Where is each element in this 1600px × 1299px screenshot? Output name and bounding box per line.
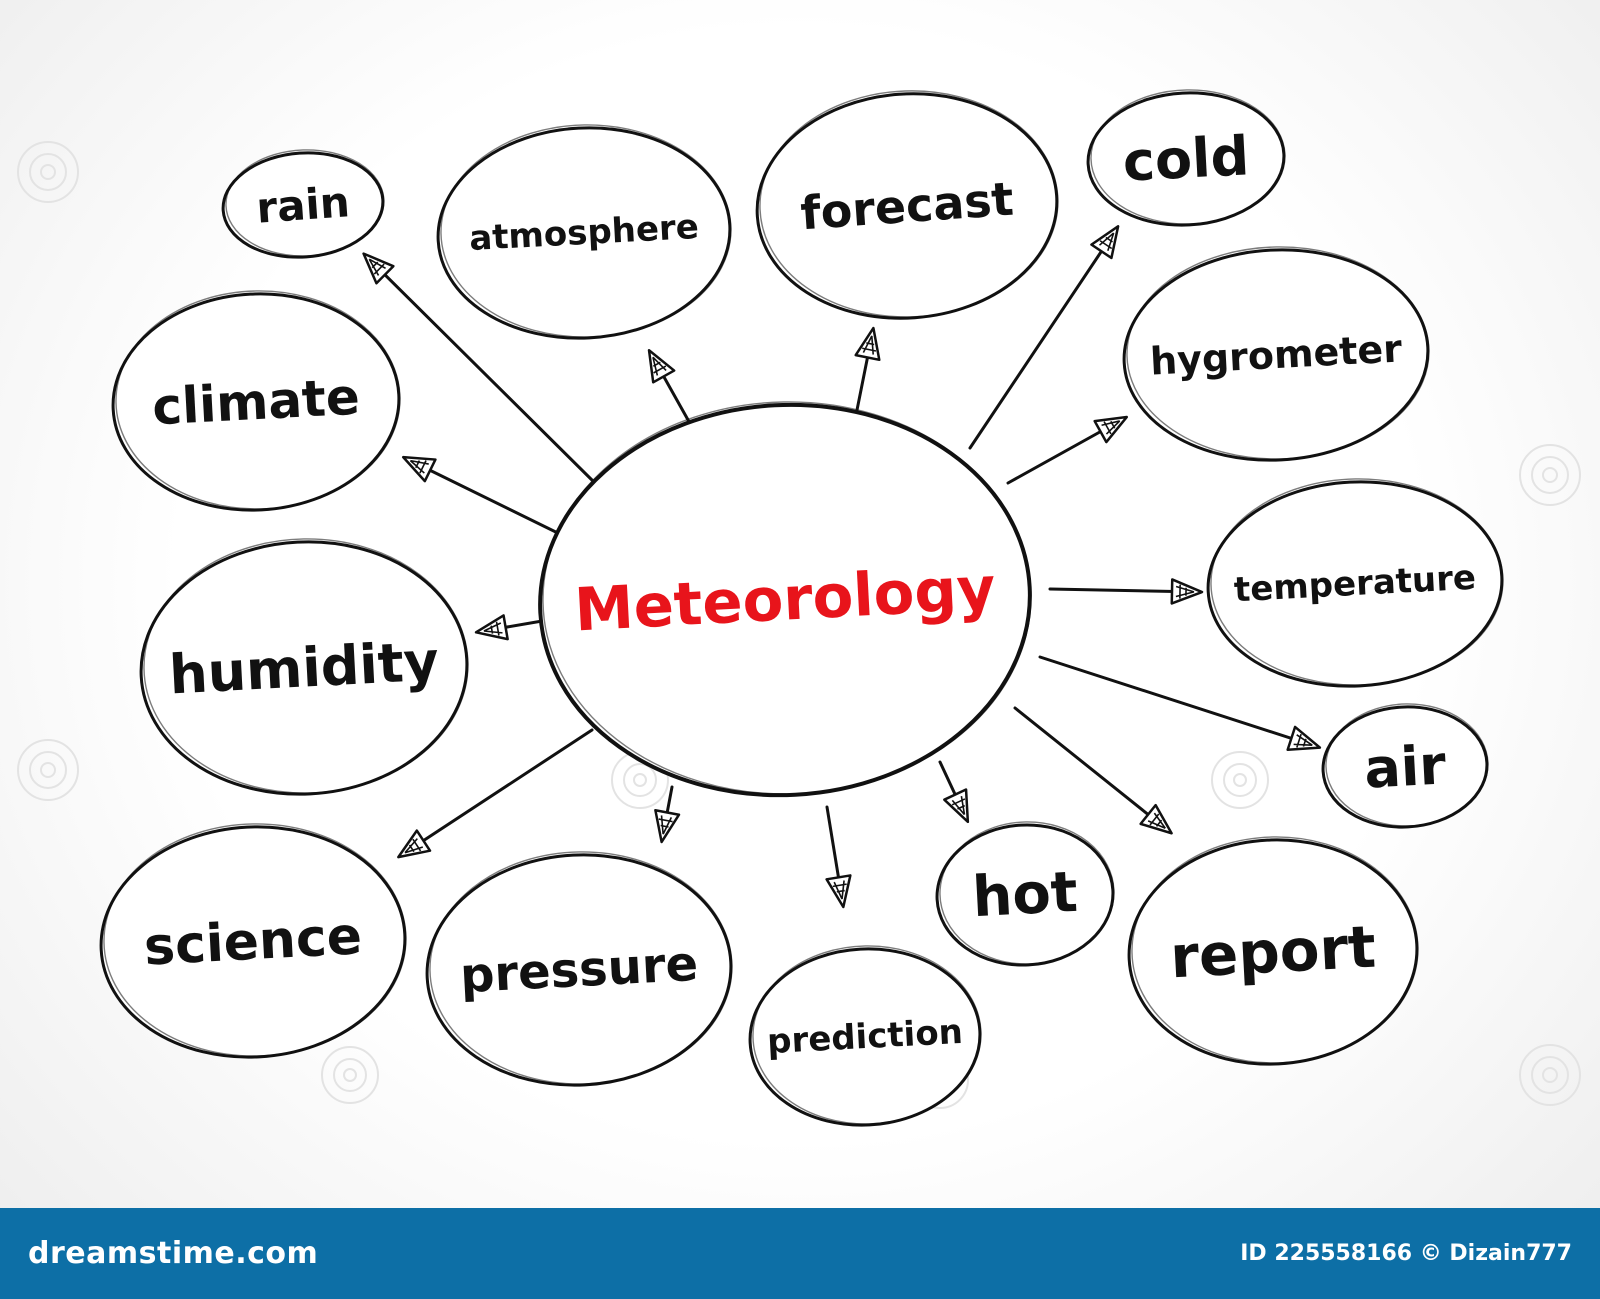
arrow-to-prediction [825, 805, 852, 909]
node-atmosphere: atmosphere [436, 124, 732, 340]
footer-bar: dreamstime.com ID 225558166 © Dizain777 [0, 1208, 1600, 1299]
air-sketch-stroke [1325, 703, 1489, 827]
report-label: report [1169, 913, 1378, 992]
cold-label: cold [1121, 124, 1250, 194]
central-sketch-stroke [542, 401, 1032, 795]
node-pressure: pressure [425, 851, 733, 1087]
node-forecast: forecast [755, 90, 1059, 320]
hygrometer-sketch-stroke [1126, 246, 1430, 460]
watermark-swirl-icon [1211, 751, 1269, 809]
humidity-label: humidity [168, 629, 441, 706]
central-node: Meteorology [538, 401, 1032, 798]
climate-ellipse [111, 292, 401, 512]
cold-ellipse [1086, 91, 1286, 227]
climate-label: climate [151, 368, 361, 437]
arrow-to-atmosphere [647, 349, 694, 429]
atmosphere-ellipse [436, 126, 732, 340]
temperature-ellipse [1206, 480, 1504, 688]
watermark-swirl-icon [1519, 1044, 1581, 1106]
node-prediction: prediction [748, 945, 982, 1127]
air-label: air [1363, 733, 1448, 800]
arrow-to-air [1038, 655, 1322, 752]
hot-sketch-stroke [939, 821, 1115, 965]
rain-label: rain [255, 177, 352, 232]
science-label: science [143, 906, 364, 977]
node-hygrometer: hygrometer [1122, 246, 1430, 462]
prediction-sketch-stroke [752, 945, 982, 1125]
arrow-to-forecast [854, 326, 881, 412]
watermark-swirl-icon [17, 739, 79, 801]
arrow-to-humidity [474, 614, 550, 641]
atmosphere-sketch-stroke [440, 124, 732, 338]
hot-ellipse [935, 823, 1115, 967]
arrow-to-cold [968, 225, 1120, 450]
watermark-swirl-icon [321, 1046, 379, 1104]
forecast-sketch-stroke [759, 90, 1059, 318]
footer-image-info: ID 225558166 © Dizain777 [1240, 1241, 1572, 1266]
footer-brand-logo[interactable]: dreamstime.com [28, 1236, 319, 1271]
edges-layer [362, 225, 1322, 909]
arrow-to-rain [362, 252, 602, 490]
node-air: air [1321, 703, 1489, 829]
node-climate: climate [111, 290, 401, 512]
climate-sketch-stroke [115, 290, 401, 510]
arrow-to-hygrometer [1006, 415, 1128, 485]
node-cold: cold [1086, 89, 1286, 227]
science-ellipse [99, 825, 407, 1059]
forecast-ellipse [755, 92, 1059, 320]
node-rain: rain [221, 149, 385, 259]
humidity-ellipse [139, 540, 469, 796]
report-sketch-stroke [1131, 836, 1419, 1064]
arrow-to-temperature [1048, 578, 1204, 605]
arrow-to-climate [401, 455, 570, 540]
report-ellipse [1127, 838, 1419, 1066]
arrow-to-hot [938, 760, 970, 824]
air-ellipse [1321, 705, 1489, 829]
humidity-sketch-stroke [143, 538, 469, 794]
central-ellipse [538, 402, 1032, 798]
rain-sketch-stroke [225, 149, 385, 257]
prediction-ellipse [748, 947, 982, 1127]
rain-ellipse [221, 151, 385, 259]
node-hot: hot [935, 821, 1115, 967]
node-report: report [1127, 836, 1419, 1066]
hot-label: hot [971, 860, 1079, 930]
pressure-sketch-stroke [429, 851, 733, 1085]
cold-sketch-stroke [1090, 89, 1286, 225]
node-temperature: temperature [1206, 478, 1504, 688]
watermark-swirl-icon [1519, 444, 1581, 506]
pressure-ellipse [425, 853, 733, 1087]
arrow-to-report [1013, 706, 1173, 835]
temperature-sketch-stroke [1210, 478, 1504, 686]
node-science: science [99, 823, 407, 1059]
node-humidity: humidity [139, 538, 469, 796]
science-sketch-stroke [103, 823, 407, 1057]
pressure-label: pressure [459, 936, 700, 1004]
watermark-swirl-icon [17, 141, 79, 203]
arrow-to-pressure [654, 785, 681, 844]
hygrometer-ellipse [1122, 248, 1430, 462]
arrow-to-science [397, 728, 594, 859]
